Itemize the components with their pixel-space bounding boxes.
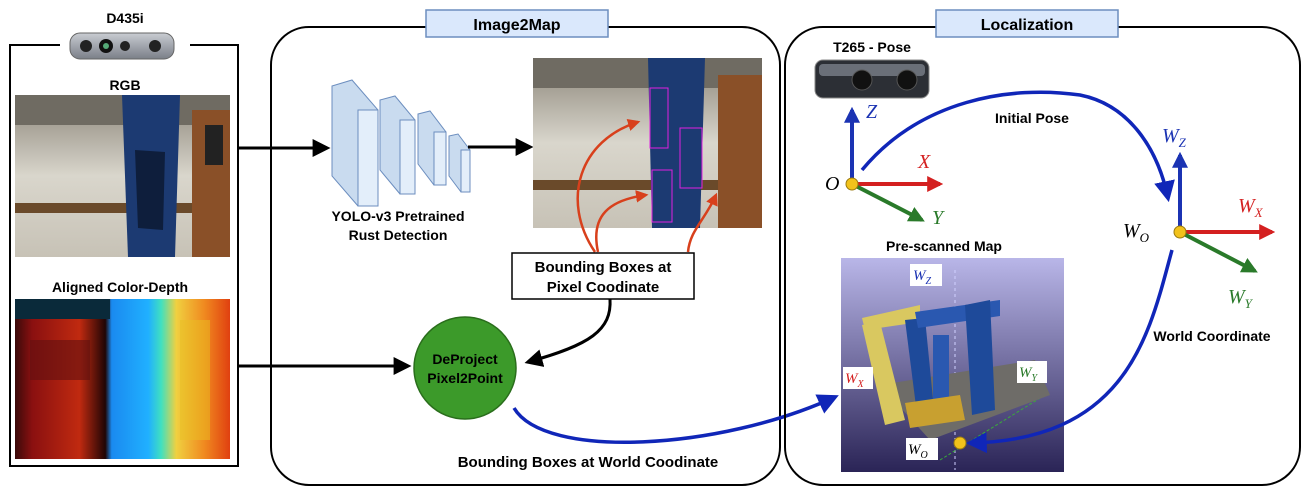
t265-camera-icon [814, 59, 930, 99]
axis-y-label: Y [932, 207, 945, 229]
rgb-label: RGB [109, 77, 140, 93]
world-y-label: WY [1228, 286, 1254, 311]
axis-z-label: Z [866, 101, 878, 123]
svg-text:WZ: WZ [913, 268, 932, 287]
camera-frame-axes [844, 106, 944, 222]
world-origin-label: WO [1123, 220, 1150, 245]
d435i-label: D435i [106, 10, 143, 26]
axis-x-label: X [917, 151, 931, 173]
initial-pose-label: Initial Pose [995, 110, 1069, 126]
image2map-title: Image2Map [473, 17, 560, 34]
deproject-to-map-arrow [512, 394, 839, 445]
map-axes-labels: WZ WX WY WO [843, 264, 1047, 461]
image2map-title-box: Image2Map [425, 9, 609, 38]
world-coordinate-label: World Coordinate [1153, 328, 1270, 344]
bbox-pixel-box: Bounding Boxes at Pixel Coodinate [511, 252, 695, 300]
svg-text:WX: WX [845, 371, 865, 390]
rgb-image [15, 95, 230, 257]
yolo-label-line1: YOLO-v3 Pretrained [331, 208, 464, 224]
t265-label: T265 - Pose [833, 39, 911, 55]
localization-title: Localization [981, 17, 1073, 34]
deproject-line2: Pixel2Point [427, 370, 503, 386]
deproject-line1: DeProject [432, 351, 498, 367]
map-label: Pre-scanned Map [886, 238, 1002, 254]
bbox-pixel-line2: Pixel Coodinate [547, 279, 660, 296]
initial-pose-arrow [860, 90, 1175, 203]
d435i-camera-icon [69, 32, 175, 60]
world-z-label: WZ [1162, 125, 1187, 150]
localization-title-box: Localization [935, 9, 1119, 38]
origin-o-label: O [825, 173, 839, 195]
sensor-frame [9, 44, 239, 467]
depth-image [15, 299, 230, 459]
svg-text:WO: WO [908, 442, 928, 461]
bbox-world-label: Bounding Boxes at World Coodinate [458, 454, 719, 471]
bbox-to-deproject-arrow [524, 298, 612, 367]
depth-label: Aligned Color-Depth [52, 279, 188, 295]
bbox-pixel-line1: Bounding Boxes at [535, 259, 672, 276]
pixel-bbox-annotation-arrows [576, 119, 718, 253]
detection-image [533, 58, 762, 228]
world-frame-axes [1172, 151, 1276, 273]
deproject-node: DeProject Pixel2Point [413, 316, 517, 420]
yolo-label-line2: Rust Detection [349, 227, 448, 243]
svg-text:WY: WY [1019, 365, 1039, 384]
world-x-label: WX [1238, 195, 1264, 220]
world-to-map-arrow [965, 249, 1174, 454]
yolo-network-icon [331, 79, 471, 207]
